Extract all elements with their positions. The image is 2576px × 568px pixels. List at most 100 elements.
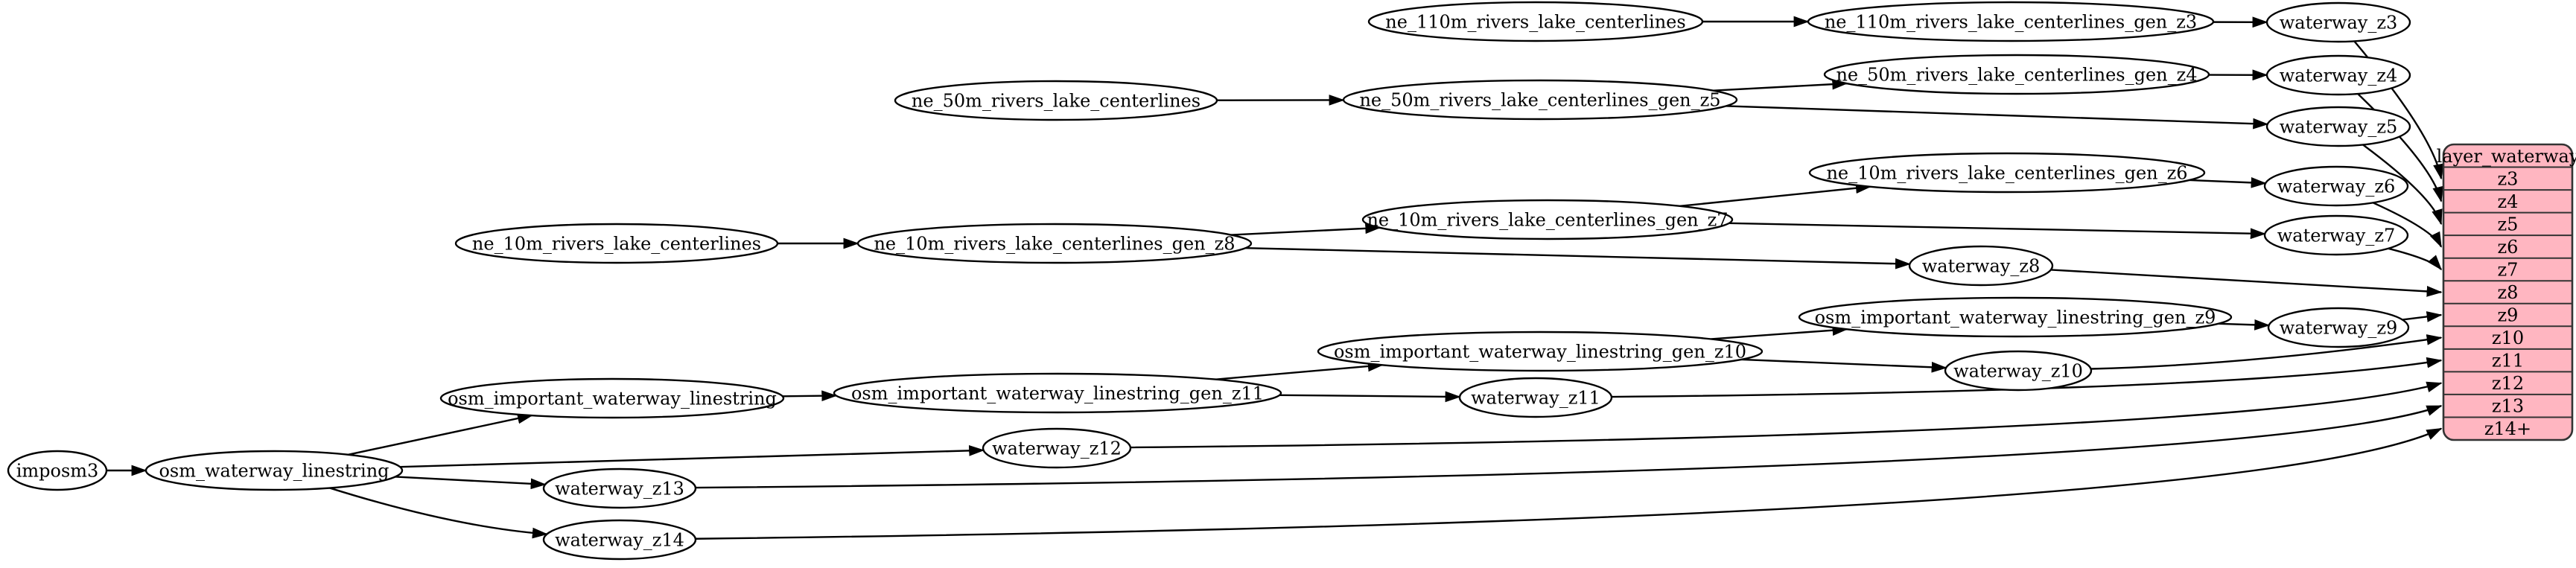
node-ne_10m_rivers_lake_centerlines: ne_10m_rivers_lake_centerlines [454, 223, 779, 264]
record-outline [2442, 143, 2574, 441]
edge-waterway_z12-to-row-z12 [1130, 381, 2443, 449]
node-ne_10m_rivers_lake_centerlines-shape [454, 223, 779, 264]
node-waterway_z12-label: waterway_z12 [992, 438, 1122, 459]
record-row-z6: z6 [2498, 237, 2519, 258]
record-layer: layer_waterwayz3z4z5z6z7z8z9z10z11z12z13… [2437, 143, 2576, 441]
node-osm_important_waterway_linestring_gen_z9: osm_important_waterway_linestring_gen_z9 [1798, 296, 2233, 338]
node-osm_important_waterway_linestring_gen_z11: osm_important_waterway_linestring_gen_z1… [833, 372, 1282, 414]
record-row-z14plus: z14+ [2484, 418, 2531, 439]
edge-waterway_z10-to-row-z10 [2090, 334, 2443, 370]
node-ne_10m_rivers_lake_centerlines_gen_z6-label: ne_10m_rivers_lake_centerlines_gen_z6 [1826, 163, 2187, 184]
edge-osm_important_waterway_linestring_gen_z11-to-waterway_z11 [1279, 391, 1461, 403]
node-ne_110m_rivers_lake_centerlines_gen_z3-shape [1807, 1, 2215, 42]
node-osm_waterway_linestring-label: osm_waterway_linestring [159, 461, 389, 482]
node-waterway_z8-shape [1908, 245, 2054, 287]
node-ne_110m_rivers_lake_centerlines-label: ne_110m_rivers_lake_centerlines [1385, 12, 1685, 33]
node-waterway_z4-label: waterway_z4 [2280, 66, 2398, 86]
node-waterway_z14-shape [542, 519, 697, 561]
node-ne_50m_rivers_lake_centerlines_gen_z5: ne_50m_rivers_lake_centerlines_gen_z5 [1342, 79, 1738, 121]
node-waterway_z8-label: waterway_z8 [1922, 256, 2041, 277]
node-ne_110m_rivers_lake_centerlines_gen_z3: ne_110m_rivers_lake_centerlines_gen_z3 [1807, 1, 2215, 42]
node-ne_10m_rivers_lake_centerlines-label: ne_10m_rivers_lake_centerlines [472, 234, 761, 255]
record-row-z10: z10 [2492, 328, 2524, 348]
record-row-z3: z3 [2498, 168, 2519, 189]
node-imposm3-label: imposm3 [16, 461, 99, 482]
node-waterway_z10-shape [1944, 350, 2093, 392]
node-ne_50m_rivers_lake_centerlines_gen_z5-label: ne_50m_rivers_lake_centerlines_gen_z5 [1359, 90, 1720, 111]
edge-osm_waterway_linestring-to-waterway_z13 [395, 476, 547, 490]
edge-osm_important_waterway_linestring_gen_z9-to-waterway_z9 [2218, 319, 2271, 331]
edge-ne_50m_rivers_lake_centerlines_gen_z5-to-waterway_z5 [1726, 105, 2269, 130]
record-row-z8: z8 [2498, 282, 2519, 303]
nodes-layer: imposm3 osm_waterway_linestring osm_import… [7, 1, 2411, 561]
edge-waterway_z8-to-row-z8 [2050, 269, 2443, 297]
node-waterway_z7-shape [2263, 214, 2409, 256]
node-ne_10m_rivers_lake_centerlines_gen_z7: ne_10m_rivers_lake_centerlines_gen_z7 [1361, 199, 1734, 240]
node-ne_50m_rivers_lake_centerlines_gen_z4-label: ne_50m_rivers_lake_centerlines_gen_z4 [1836, 65, 2197, 86]
node-ne_50m_rivers_lake_centerlines_gen_z4: ne_50m_rivers_lake_centerlines_gen_z4 [1823, 54, 2210, 95]
node-waterway_z6: waterway_z6 [2263, 165, 2409, 207]
edge-osm_waterway_linestring-to-osm_important_waterway_linestring [348, 412, 533, 456]
node-osm_important_waterway_linestring_gen_z10: osm_important_waterway_linestring_gen_z1… [1317, 331, 1764, 372]
node-waterway_z4-shape [2265, 54, 2411, 96]
node-osm_important_waterway_linestring_gen_z11-label: osm_important_waterway_linestring_gen_z1… [851, 383, 1264, 404]
node-waterway_z12: waterway_z12 [982, 427, 1132, 469]
edge-osm_important_waterway_linestring_gen_z10-to-osm_important_waterway_linestring_gen_z9 [1711, 325, 1848, 340]
node-ne_10m_rivers_lake_centerlines_gen_z7-shape [1361, 199, 1734, 240]
record-row-z5: z5 [2498, 214, 2519, 234]
node-waterway_z3: waterway_z3 [2265, 1, 2411, 43]
edge-ne_10m_rivers_lake_centerlines_gen_z7-to-ne_10m_rivers_lake_centerlines_gen_z6 [1679, 182, 1871, 208]
edge-waterway_z11-to-row-z11 [1611, 357, 2443, 398]
node-osm_important_waterway_linestring_gen_z9-label: osm_important_waterway_linestring_gen_z9 [1815, 307, 2216, 328]
node-waterway_z3-shape [2265, 1, 2411, 43]
record-row-z9: z9 [2498, 305, 2519, 326]
record-layer-waterway: layer_waterwayz3z4z5z6z7z8z9z10z11z12z13… [2437, 143, 2576, 441]
edge-waterway_z9-to-row-z9 [2402, 311, 2443, 322]
node-ne_50m_rivers_lake_centerlines-label: ne_50m_rivers_lake_centerlines [912, 91, 1200, 112]
node-waterway_z5-label: waterway_z5 [2280, 117, 2398, 138]
node-waterway_z5-shape [2265, 106, 2411, 147]
edge-osm_important_waterway_linestring_gen_z11-to-osm_important_waterway_linestring_gen_z10 [1215, 360, 1384, 380]
node-ne_10m_rivers_lake_centerlines_gen_z7-label: ne_10m_rivers_lake_centerlines_gen_z7 [1367, 210, 1728, 231]
record-title: layer_waterway [2437, 146, 2576, 167]
node-osm_waterway_linestring-shape [144, 450, 404, 491]
edge-osm_important_waterway_linestring_gen_z10-to-waterway_z10 [1741, 358, 1947, 373]
node-ne_50m_rivers_lake_centerlines_gen_z5-shape [1342, 79, 1738, 121]
node-waterway_z9-shape [2267, 307, 2410, 348]
node-waterway_z4: waterway_z4 [2265, 54, 2411, 96]
node-imposm3: imposm3 [7, 450, 108, 491]
edge-ne_50m_rivers_lake_centerlines_gen_z5-to-ne_50m_rivers_lake_centerlines_gen_z4 [1713, 78, 1848, 92]
node-osm_important_waterway_linestring_gen_z9-shape [1798, 296, 2233, 338]
node-waterway_z12-shape [982, 427, 1132, 469]
record-row-z4: z4 [2498, 191, 2519, 212]
node-waterway_z8: waterway_z8 [1908, 245, 2054, 287]
node-waterway_z3-label: waterway_z3 [2280, 13, 2398, 33]
node-osm_important_waterway_linestring_gen_z10-label: osm_important_waterway_linestring_gen_z1… [1334, 342, 1746, 363]
node-waterway_z6-shape [2263, 165, 2409, 207]
record-row-z13: z13 [2492, 396, 2524, 417]
node-waterway_z10-label: waterway_z10 [1953, 361, 2083, 382]
node-waterway_z13-shape [542, 468, 697, 509]
node-waterway_z13-label: waterway_z13 [555, 479, 684, 500]
node-ne_10m_rivers_lake_centerlines_gen_z8-label: ne_10m_rivers_lake_centerlines_gen_z8 [874, 234, 1235, 255]
node-ne_10m_rivers_lake_centerlines_gen_z6: ne_10m_rivers_lake_centerlines_gen_z6 [1808, 152, 2206, 194]
node-osm_important_waterway_linestring_gen_z10-shape [1317, 331, 1764, 372]
node-ne_10m_rivers_lake_centerlines_gen_z6-shape [1808, 152, 2206, 194]
node-ne_10m_rivers_lake_centerlines_gen_z8-shape [856, 223, 1253, 264]
edge-osm_waterway_linestring-to-waterway_z14 [329, 487, 548, 539]
node-waterway_z11: waterway_z11 [1458, 377, 1613, 418]
node-waterway_z7-label: waterway_z7 [2277, 226, 2396, 246]
node-ne_50m_rivers_lake_centerlines_gen_z4-shape [1823, 54, 2210, 95]
node-ne_110m_rivers_lake_centerlines_gen_z3-label: ne_110m_rivers_lake_centerlines_gen_z3 [1825, 12, 2197, 33]
node-waterway_z11-label: waterway_z11 [1471, 388, 1600, 409]
node-ne_10m_rivers_lake_centerlines_gen_z8: ne_10m_rivers_lake_centerlines_gen_z8 [856, 223, 1253, 264]
edge-ne_10m_rivers_lake_centerlines_gen_z8-to-waterway_z8 [1245, 246, 1911, 269]
node-imposm3-shape [7, 450, 108, 491]
node-ne_110m_rivers_lake_centerlines-shape [1367, 1, 1704, 42]
edge-ne_10m_rivers_lake_centerlines_gen_z6-to-waterway_z6 [2189, 176, 2267, 188]
edge-waterway_z6-to-row-z6 [2372, 202, 2443, 248]
node-waterway_z14: waterway_z14 [542, 519, 697, 561]
node-waterway_z13: waterway_z13 [542, 468, 697, 509]
node-osm_important_waterway_linestring-shape [439, 377, 785, 419]
